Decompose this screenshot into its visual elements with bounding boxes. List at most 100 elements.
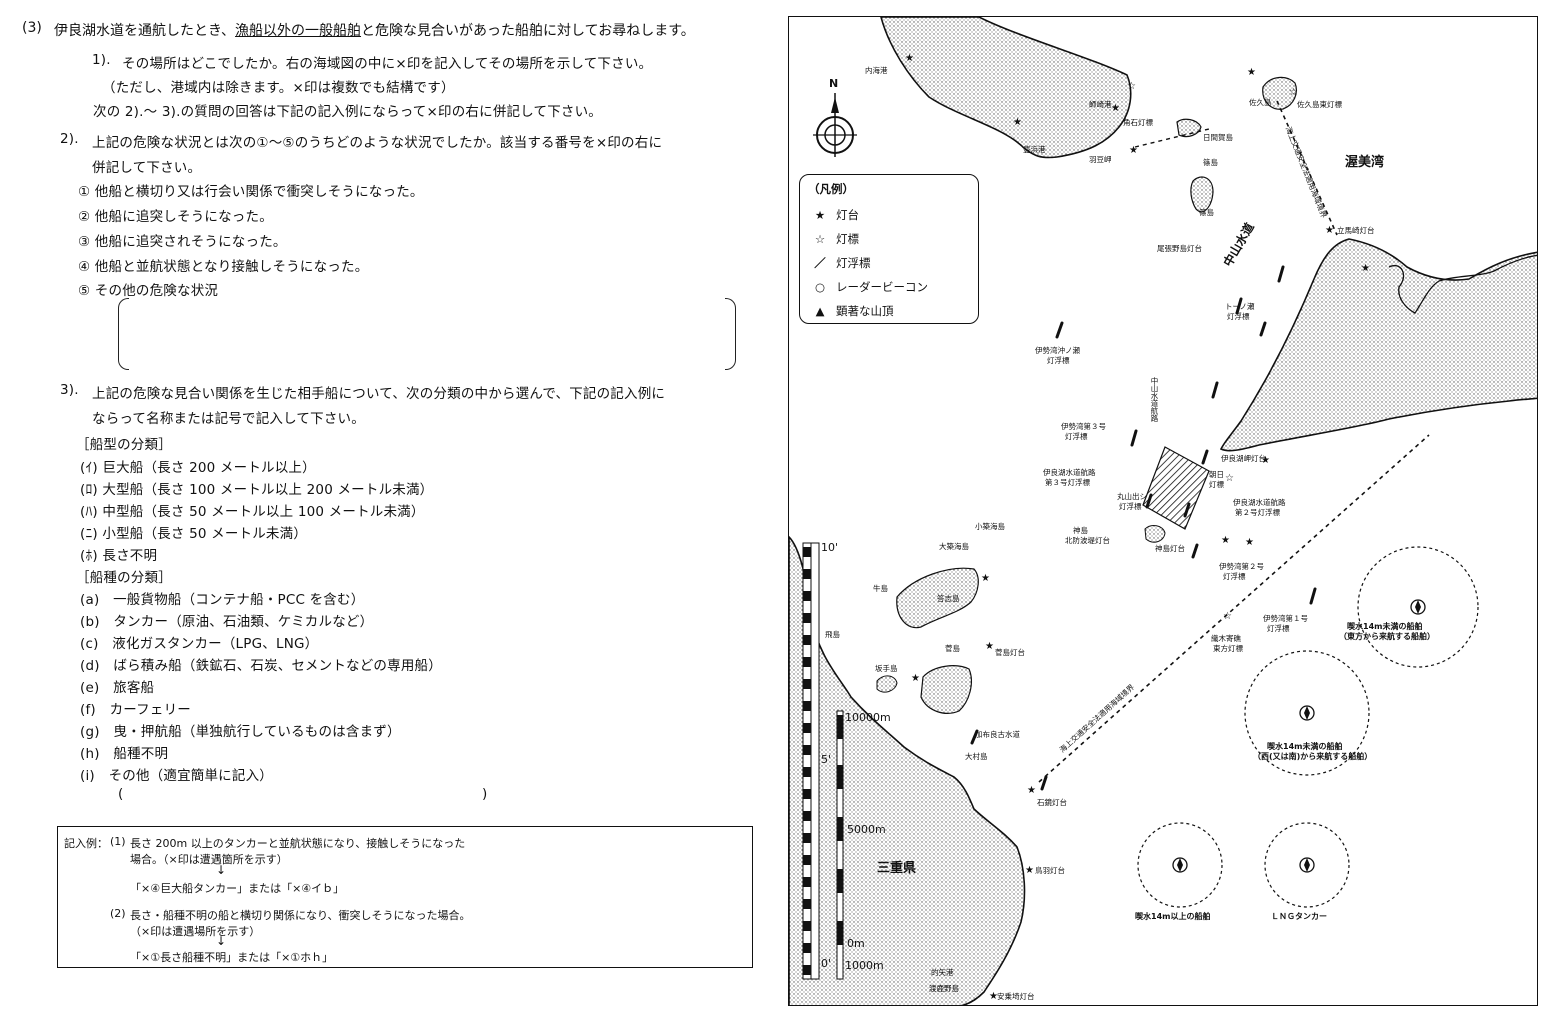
anchorage-circle-4: [1264, 822, 1350, 908]
other-situation-answer-field[interactable]: [118, 298, 736, 370]
svg-text:★: ★: [1025, 865, 1034, 876]
map-drawing: ★ ★ ☆ ★ ★ ★ ☆ ★ ★ ★ ☆ ★ ★ ☆ ★ ★ ★ ★ ★ ★: [789, 17, 1537, 1005]
route-boundary-line-3: [1134, 128, 1210, 148]
other-kind-answer-field[interactable]: [130, 786, 475, 804]
svg-text:★: ★: [905, 53, 914, 64]
ship-kind-b: (b) タンカー（原油、石油類、ケミカルなど）: [80, 614, 374, 630]
label-himaka: 日間賀島: [1203, 133, 1233, 142]
question-title: 伊良湖水道を通航したとき、漁船以外の一般船舶と危険な見合いがあった船舶に対してお…: [54, 20, 695, 40]
compass-rose-icon: [813, 93, 857, 157]
svg-text:★: ★: [981, 573, 990, 584]
label-irago2: 伊良湖水道航路: [1233, 498, 1286, 507]
label-kojima: 神島: [1073, 526, 1088, 535]
legend-radar: ○レーダービーコン: [812, 279, 928, 295]
svg-text:★: ★: [1129, 145, 1138, 156]
label-mie: 三重県: [877, 861, 917, 876]
svg-text:★: ★: [1245, 537, 1254, 548]
label-kamishima-light: 神島灯台: [1155, 544, 1185, 553]
example-1-line1: 長さ 200m 以上のタンカーと並航状態になり、接触しそうになった: [130, 837, 466, 850]
label-ushijima: 牛島: [873, 584, 888, 593]
svg-text:★: ★: [1111, 103, 1120, 114]
label-anorisaki: 安乗埼灯台: [997, 992, 1035, 1001]
q3-line1: 上記の危険な見合い関係を生じた相手船について、次の分類の中から選んで、下記の記入…: [92, 386, 666, 402]
svg-text:☆: ☆: [1225, 473, 1234, 484]
label-isewan2: 伊勢湾第２号: [1219, 562, 1264, 571]
example-2-answer: 「×①長さ船種不明」または「×①ホｈ」: [130, 951, 334, 964]
ship-kind-f: (f) カーフェリー: [80, 702, 191, 718]
label-shinojima: 篠島: [1203, 158, 1218, 167]
beacon-icon: ☆: [814, 232, 826, 246]
label-tobashima: 飛島: [825, 630, 840, 639]
label-kosuga: 小築海島: [975, 522, 1005, 531]
label-sakushima-east: 佐久島東灯標: [1297, 100, 1342, 109]
ship-type-5: (ﾎ) 長さ不明: [80, 548, 158, 564]
lighthouse-stars: ★ ★ ☆ ★ ★ ★ ☆ ★ ★ ★ ☆ ★ ★ ☆ ★ ★ ★ ★ ★ ★: [905, 53, 1370, 1002]
chita-peninsula: [880, 17, 1132, 159]
label-isewan-oki: 伊勢湾沖ノ瀬: [1035, 346, 1080, 355]
atsumi-peninsula: [1219, 238, 1537, 452]
map-legend: （凡例） ★灯台 ☆灯標 ／灯浮標 ○レーダービーコン ▲顕著な山頂: [799, 174, 979, 324]
shinojima-island: [1190, 176, 1214, 213]
scale-5000m-label: 5000m: [847, 823, 886, 836]
label-isewan3: 伊勢湾第３号: [1061, 422, 1106, 431]
svg-text:☆: ☆: [1289, 87, 1298, 98]
example-1-number: (1): [110, 835, 126, 848]
sakate-island: [876, 675, 898, 693]
label-hamashima: 渡鹿野島: [929, 984, 959, 993]
anchorage-4-name: ＬＮＧタンカー: [1271, 912, 1327, 921]
label-atsumi-bay: 渥美湾: [1345, 155, 1385, 170]
example-2-line1: 長さ・船種不明の船と横切り関係になり、衝突しそうになった場合。: [130, 909, 471, 922]
q2-option-2: ② 他船に追突しそうになった。: [78, 209, 273, 225]
svg-text:★: ★: [1325, 225, 1334, 236]
anchor-icon-4: [1299, 857, 1315, 873]
buoy-icon: ／: [814, 256, 826, 270]
label-isewan-oki2: 灯浮標: [1047, 356, 1070, 365]
ship-kind-g: (g) 曳・押航船（単独航行しているものは含まず）: [80, 724, 401, 740]
label-oyamakami2: 灯浮標: [1119, 502, 1142, 511]
other-kind-open-paren: (: [118, 786, 124, 802]
label-isewan1: 伊勢湾第１号: [1263, 614, 1308, 623]
label-omura: 大村島: [965, 752, 988, 761]
scale-mid-label: 5': [821, 753, 832, 766]
legend-lighthouse-label: 灯台: [836, 208, 859, 222]
label-tonose2: 灯浮標: [1227, 312, 1250, 321]
anchorage-circle-3: [1137, 822, 1223, 908]
label-shima2: 篠島: [1199, 208, 1214, 217]
example-box: 記入例： (1) 長さ 200m 以上のタンカーと並航状態になり、接触しそうにな…: [57, 826, 753, 968]
example-1-line2: 場合。（×印は遭遇箇所を示す）: [130, 853, 288, 866]
q2-option-3: ③ 他船に追突されそうになった。: [78, 234, 287, 250]
shima-peninsula: [789, 535, 1026, 1005]
label-kinai: 織木寄礁: [1211, 634, 1241, 643]
svg-text:★: ★: [1361, 263, 1370, 274]
answer-right-bracket: [725, 298, 736, 370]
anchorage-2-sub: （西(又は南)から来航する船舶）: [1253, 752, 1373, 761]
sugashima-island: [920, 665, 972, 714]
mountain-peak-icon: ▲: [815, 304, 825, 318]
ship-kind-c: (c) 液化ガスタンカー（LPG、LNG）: [80, 636, 319, 652]
ship-kind-h: (h) 船種不明: [80, 746, 169, 762]
q2-option-4: ④ 他船と並航状態となり接触しそうになった。: [78, 259, 369, 275]
q3-label: 3).: [60, 382, 79, 398]
route-boundary-line-2: [1276, 100, 1338, 236]
toshijima-island: [896, 567, 979, 629]
q2-option-5: ⑤ その他の危険な状況: [78, 283, 219, 299]
svg-text:★: ★: [1027, 785, 1036, 796]
ship-kind-d: (d) ばら積み船（鉄鉱石、石炭、セメントなどの専用船）: [80, 658, 442, 674]
q1-label: 1).: [92, 52, 111, 68]
example-2-line2: （×印は遭遇場所を示す）: [130, 925, 261, 938]
label-oyamakami: 丸山出シ: [1117, 492, 1147, 501]
legend-beacon-label: 灯標: [836, 232, 859, 246]
svg-text:☆: ☆: [1127, 81, 1136, 92]
lighthouse-icon: ★: [814, 208, 826, 222]
question-title-b: と危険な見合いがあった船舶に対してお尋ねします。: [361, 23, 695, 39]
anchor-icon-2: [1299, 705, 1315, 721]
atsumi-bay-coast: [1388, 254, 1537, 314]
ship-type-header: ［船型の分類］: [76, 437, 172, 453]
label-kinai2: 東方灯標: [1213, 644, 1243, 653]
legend-peak: ▲顕著な山頂: [812, 303, 894, 319]
sea-area-map[interactable]: ★ ★ ☆ ★ ★ ★ ☆ ★ ★ ★ ☆ ★ ★ ☆ ★ ★ ★ ★ ★ ★ …: [788, 16, 1538, 1006]
ship-type-4: (ﾆ) 小型船（長さ 50 メートル未満）: [80, 526, 308, 542]
ship-kind-a: (a) 一般貨物船（コンテナ船・PCC を含む）: [80, 592, 365, 608]
scale-10000m-label: 10000m: [845, 711, 891, 724]
scale-0m-label: 0m: [847, 937, 865, 950]
